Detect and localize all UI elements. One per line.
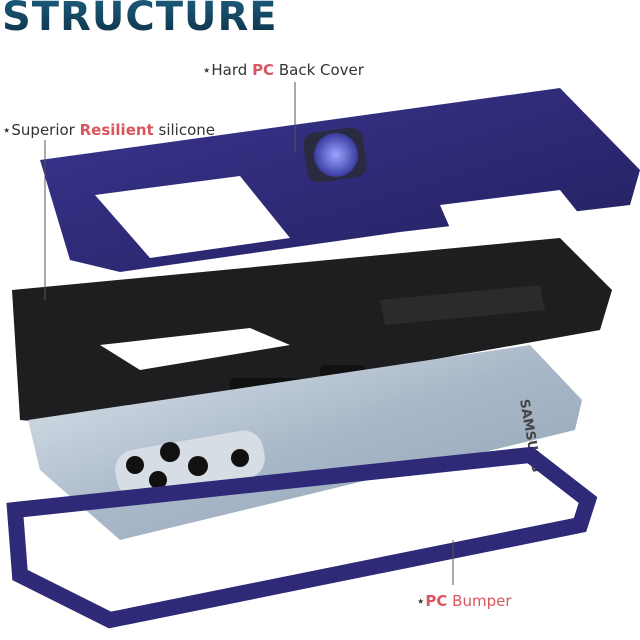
ring-holder-icon xyxy=(314,133,358,177)
hard-pc-back-cover xyxy=(40,88,640,272)
star-icon: ⋆ xyxy=(2,121,12,139)
label-resilient-silicone: ⋆Superior Resilient silicone xyxy=(2,121,215,139)
label-highlight: PC xyxy=(252,61,275,79)
label-text: Hard xyxy=(211,61,253,79)
label-text: Superior xyxy=(11,121,80,139)
label-text: silicone xyxy=(153,121,215,139)
star-icon: ⋆ xyxy=(202,61,212,79)
label-highlight: PC xyxy=(425,592,448,610)
label-pc-bumper: ⋆PC Bumper xyxy=(416,592,512,610)
label-highlight: Resilient xyxy=(79,121,154,139)
page-title: STRUCTURE xyxy=(2,0,278,40)
label-text: Bumper xyxy=(447,592,512,610)
label-hard-pc-back-cover: ⋆Hard PC Back Cover xyxy=(202,61,364,79)
label-text: Back Cover xyxy=(274,61,364,79)
pc-bumper xyxy=(6,446,598,629)
star-icon: ⋆ xyxy=(416,592,426,610)
